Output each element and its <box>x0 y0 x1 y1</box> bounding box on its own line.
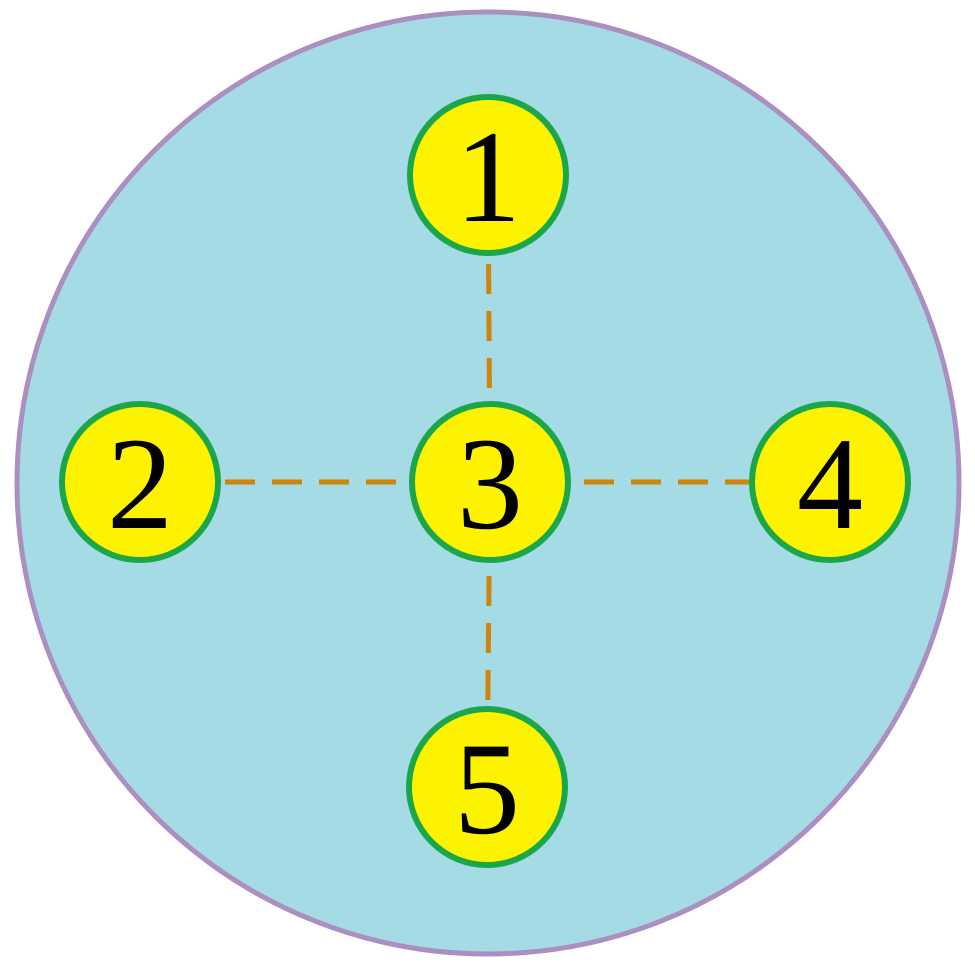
node-circle-3 <box>409 401 571 563</box>
node-circle-1 <box>407 94 569 256</box>
node-label-4: 4 <box>797 410 863 557</box>
node-label-3: 3 <box>457 410 523 557</box>
node-label-5: 5 <box>454 715 520 862</box>
node-circle-4 <box>749 401 911 563</box>
node-circle-2 <box>59 401 221 563</box>
node-label-1: 1 <box>455 103 521 250</box>
node-circle-5 <box>406 706 568 868</box>
node-label-2: 2 <box>107 410 173 557</box>
